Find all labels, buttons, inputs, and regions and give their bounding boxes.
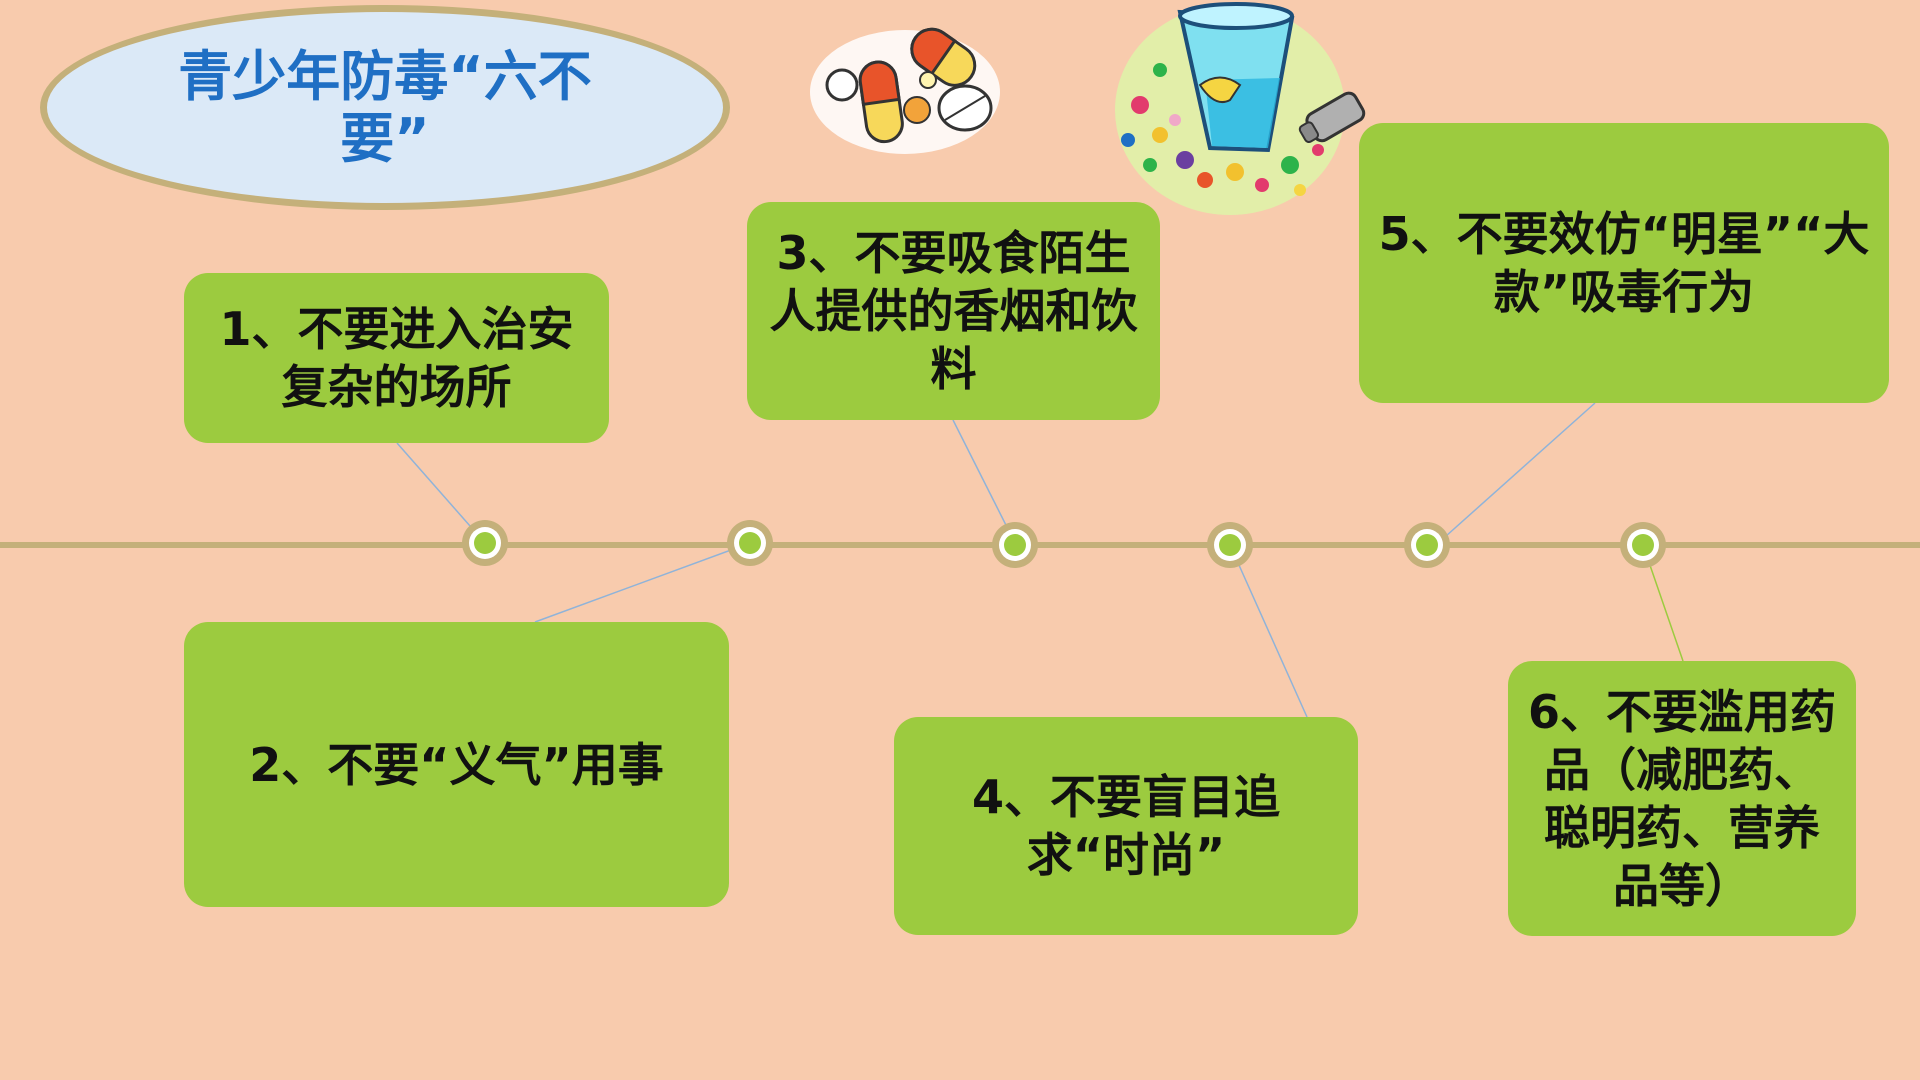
- rule-box-6: 6、不要滥用药品（减肥药、聪明药、营养品等）: [1508, 661, 1856, 936]
- rule-box-3: 3、不要吸食陌生人提供的香烟和饮料: [747, 202, 1160, 420]
- page-title: 青少年防毒“六不要”: [178, 44, 592, 170]
- timeline-node-3: [992, 522, 1038, 568]
- connector-3: [952, 419, 1016, 544]
- spilled-drugs-glass-clipart-icon: [1115, 2, 1366, 215]
- timeline-node-5: [1404, 522, 1450, 568]
- rule-box-5: 5、不要效仿“明星”“大款”吸毒行为: [1359, 123, 1889, 403]
- timeline-node-2: [727, 520, 773, 566]
- rule-box-2: 2、不要“义气”用事: [184, 622, 729, 907]
- connector-2: [534, 542, 751, 623]
- timeline-node-1: [462, 520, 508, 566]
- rule-box-1: 1、不要进入治安复杂的场所: [184, 273, 609, 443]
- connector-5: [1426, 402, 1596, 554]
- timeline-node-4: [1207, 522, 1253, 568]
- rule-box-4: 4、不要盲目追求“时尚”: [894, 717, 1358, 935]
- pills-clipart-icon: [810, 27, 1000, 154]
- title-oval: 青少年防毒“六不要”: [40, 5, 730, 210]
- connector-4: [1229, 544, 1308, 718]
- timeline-node-6: [1620, 522, 1666, 568]
